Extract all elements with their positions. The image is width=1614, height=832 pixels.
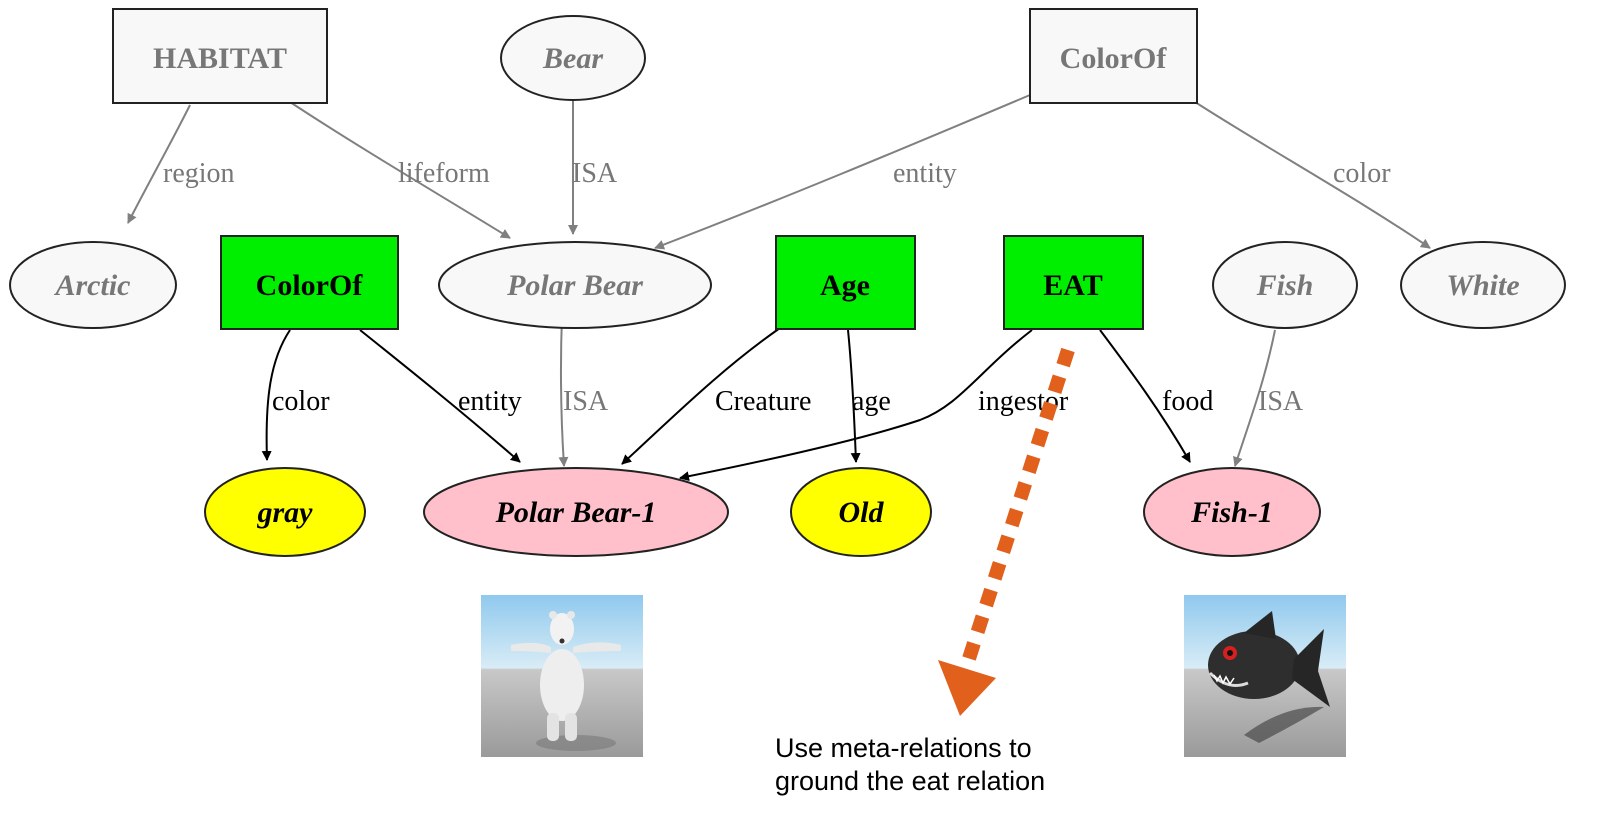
label-color-green: color (272, 386, 330, 417)
svg-text:ColorOf: ColorOf (1060, 42, 1168, 75)
edge-food (1099, 329, 1191, 463)
label-region: region (163, 158, 235, 189)
node-arctic: Arctic (9, 241, 177, 329)
node-colorof-top: ColorOf (1029, 8, 1198, 104)
edge-region (127, 104, 191, 224)
label-entity-top: entity (893, 158, 957, 189)
edge-color-top (1194, 101, 1431, 249)
node-age-relation: Age (775, 235, 916, 330)
node-gray: gray (204, 467, 366, 557)
edge-ingestor (679, 329, 1033, 482)
node-polar-bear: Polar Bear (438, 241, 712, 329)
piranha-image (1184, 595, 1346, 757)
label-food: food (1162, 386, 1213, 417)
node-fish: Fish (1212, 241, 1358, 329)
grounding-annotation: Use meta-relations to ground the eat rel… (775, 732, 1155, 798)
edge-age (847, 329, 861, 463)
edge-lifeform (289, 101, 511, 239)
label-isa-fish: ISA (1258, 386, 1304, 417)
label-isa-polar: ISA (563, 386, 609, 417)
grounding-arrow (938, 347, 1075, 716)
edge-isa-polar (558, 314, 569, 467)
node-bear: Bear (500, 15, 646, 101)
node-colorof-relation: ColorOf (220, 235, 399, 330)
svg-text:HABITAT: HABITAT (153, 42, 287, 75)
node-eat-relation: EAT (1003, 235, 1144, 330)
svg-text:Polar Bear-1: Polar Bear-1 (495, 496, 657, 529)
edge-color-green (261, 329, 291, 461)
svg-text:Polar Bear: Polar Bear (506, 269, 643, 302)
edge-creature (621, 327, 781, 465)
svg-text:ColorOf: ColorOf (256, 269, 364, 302)
svg-text:Arctic: Arctic (54, 269, 131, 302)
svg-text:EAT: EAT (1043, 269, 1102, 302)
node-white: White (1400, 241, 1566, 329)
svg-text:gray: gray (257, 496, 314, 529)
label-isa-bear: ISA (572, 158, 618, 189)
label-color-top: color (1333, 158, 1391, 189)
annotation-line-1: Use meta-relations to (775, 733, 1032, 763)
svg-text:Old: Old (839, 496, 885, 529)
node-habitat: HABITAT (112, 8, 328, 104)
edge-entity-green (359, 329, 521, 463)
svg-text:White: White (1446, 269, 1519, 302)
node-fish-1: Fish-1 (1143, 467, 1321, 557)
annotation-line-2: ground the eat relation (775, 766, 1046, 796)
label-lifeform: lifeform (398, 158, 490, 189)
svg-text:Bear: Bear (542, 42, 603, 75)
node-old: Old (790, 467, 932, 557)
edge-entity-top (654, 94, 1031, 250)
svg-text:Fish-1: Fish-1 (1190, 496, 1273, 529)
label-age: age (852, 386, 891, 417)
node-polar-bear-1: Polar Bear-1 (423, 467, 729, 557)
polar-bear-image (481, 595, 643, 757)
svg-text:Fish: Fish (1256, 269, 1314, 302)
label-creature: Creature (715, 386, 811, 417)
edge-isa-fish (1233, 329, 1276, 467)
label-entity-green: entity (458, 386, 522, 417)
svg-text:Age: Age (820, 269, 870, 302)
